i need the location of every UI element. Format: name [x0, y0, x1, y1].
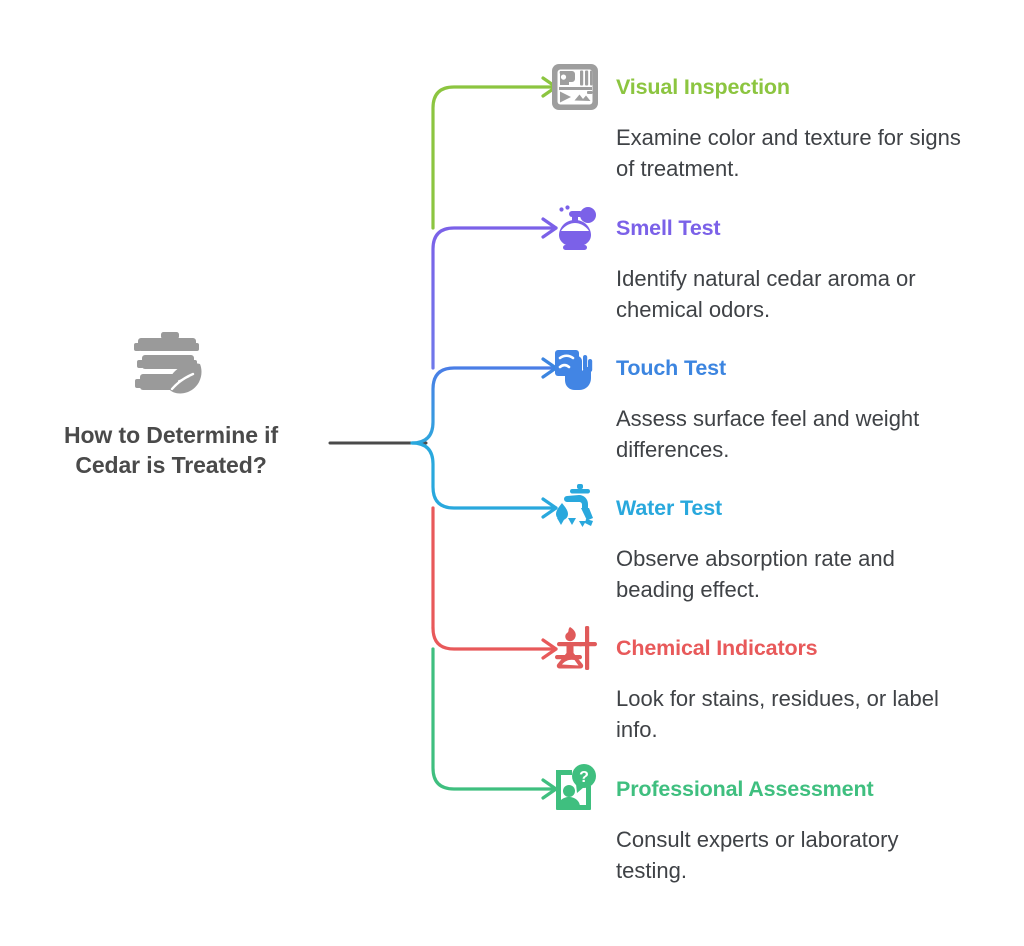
- branch-description: Observe absorption rate and beading effe…: [616, 546, 895, 603]
- branch-description: Look for stains, residues, or label info…: [616, 686, 939, 743]
- root-title: How to Determine if Cedar is Treated?: [63, 422, 279, 479]
- branch-item-chemical-indicators[interactable]: Chemical Indicators Look for stains, res…: [548, 621, 968, 745]
- perfume-atomizer-icon: [559, 205, 596, 250]
- connector-branch-1: [431, 85, 558, 230]
- branch-item-water-test[interactable]: Water Test Observe absorption rate and b…: [548, 481, 968, 605]
- connector-branch-6: [431, 647, 558, 791]
- connector-branch-5: [431, 626, 558, 651]
- branch-title: Touch Test: [616, 356, 726, 380]
- watering-figure-droplets-icon: [556, 484, 593, 527]
- branch-description: Consult experts or laboratory testing.: [616, 827, 899, 884]
- branch-item-professional-assessment[interactable]: ? Professional Assessment Consult expert…: [548, 762, 968, 886]
- branch-description: Identify natural cedar aroma or chemical…: [616, 266, 916, 323]
- connector-branch-3: [410, 366, 558, 445]
- hand-touch-icon: [555, 350, 593, 390]
- connector-branch-4: [410, 441, 558, 510]
- stacked-wood-planks-leaf-icon: [134, 332, 202, 394]
- branch-title: Water Test: [616, 496, 723, 520]
- burner-flask-icon: [555, 626, 597, 670]
- branch-title: Professional Assessment: [616, 777, 874, 801]
- branch-description: Examine color and texture for signs of t…: [616, 125, 961, 182]
- svg-text:?: ?: [579, 769, 589, 786]
- branch-item-touch-test[interactable]: Touch Test Assess surface feel and weigh…: [548, 341, 968, 465]
- branch-title: Chemical Indicators: [616, 636, 818, 660]
- root-node[interactable]: How to Determine if Cedar is Treated?: [26, 330, 316, 481]
- connector-branch-2: [431, 226, 558, 370]
- branch-item-visual-inspection[interactable]: Visual Inspection Examine color and text…: [548, 60, 968, 184]
- branch-title: Smell Test: [616, 216, 721, 240]
- branch-title: Visual Inspection: [616, 75, 790, 99]
- branch-description: Assess surface feel and weight differenc…: [616, 406, 920, 463]
- wood-grain-square-icon: [552, 64, 598, 110]
- branch-item-smell-test[interactable]: Smell Test Identify natural cedar aroma …: [548, 201, 968, 325]
- person-question-board-icon: ?: [556, 764, 596, 810]
